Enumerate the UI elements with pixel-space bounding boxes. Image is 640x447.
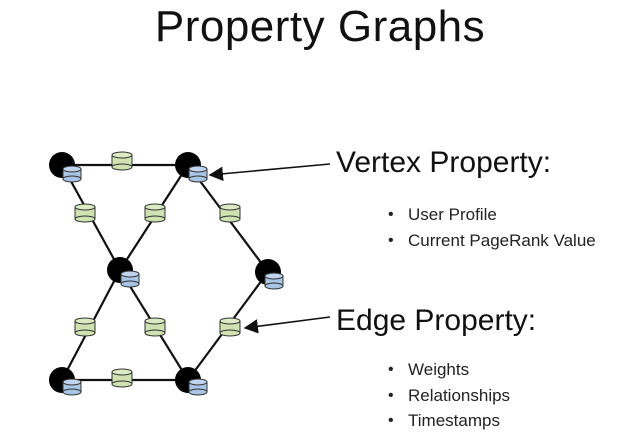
list-item: Current PageRank Value bbox=[386, 228, 596, 254]
edge-data-cylinder bbox=[144, 203, 166, 223]
vertex-top-left bbox=[49, 152, 82, 183]
slide-title: Property Graphs bbox=[154, 2, 486, 51]
edge-data-cylinder bbox=[144, 317, 166, 337]
graph-edges bbox=[61, 163, 269, 382]
vertex-bottom-left bbox=[49, 367, 82, 396]
vertex-right bbox=[255, 259, 284, 290]
edge-property-list: Weights Relationships Timestamps bbox=[386, 357, 510, 434]
vertex-property-label: Vertex Property: bbox=[336, 146, 552, 179]
list-item: User Profile bbox=[386, 202, 596, 228]
list-item: Timestamps bbox=[386, 408, 510, 434]
vertex-top-right bbox=[175, 152, 208, 183]
edge-data-cylinder bbox=[219, 317, 241, 337]
edge-data-cylinder bbox=[74, 317, 96, 337]
list-item: Relationships bbox=[386, 383, 510, 409]
edge-data-cylinder bbox=[111, 151, 133, 171]
vertex-property-arrow bbox=[208, 163, 331, 181]
edge-data-cylinder bbox=[74, 203, 96, 223]
edge-property-label: Edge Property: bbox=[336, 304, 537, 337]
graph-vertices bbox=[49, 152, 284, 396]
edge-property-arrow bbox=[243, 316, 331, 334]
vertex-property-list: User Profile Current PageRank Value bbox=[386, 202, 596, 253]
list-item: Weights bbox=[386, 357, 510, 383]
edge-data-cylinder bbox=[111, 368, 133, 388]
edge-data-cylinders bbox=[74, 151, 241, 388]
edge-data-cylinder bbox=[219, 203, 241, 223]
vertex-bottom-right bbox=[175, 367, 208, 396]
vertex-center bbox=[107, 257, 140, 288]
